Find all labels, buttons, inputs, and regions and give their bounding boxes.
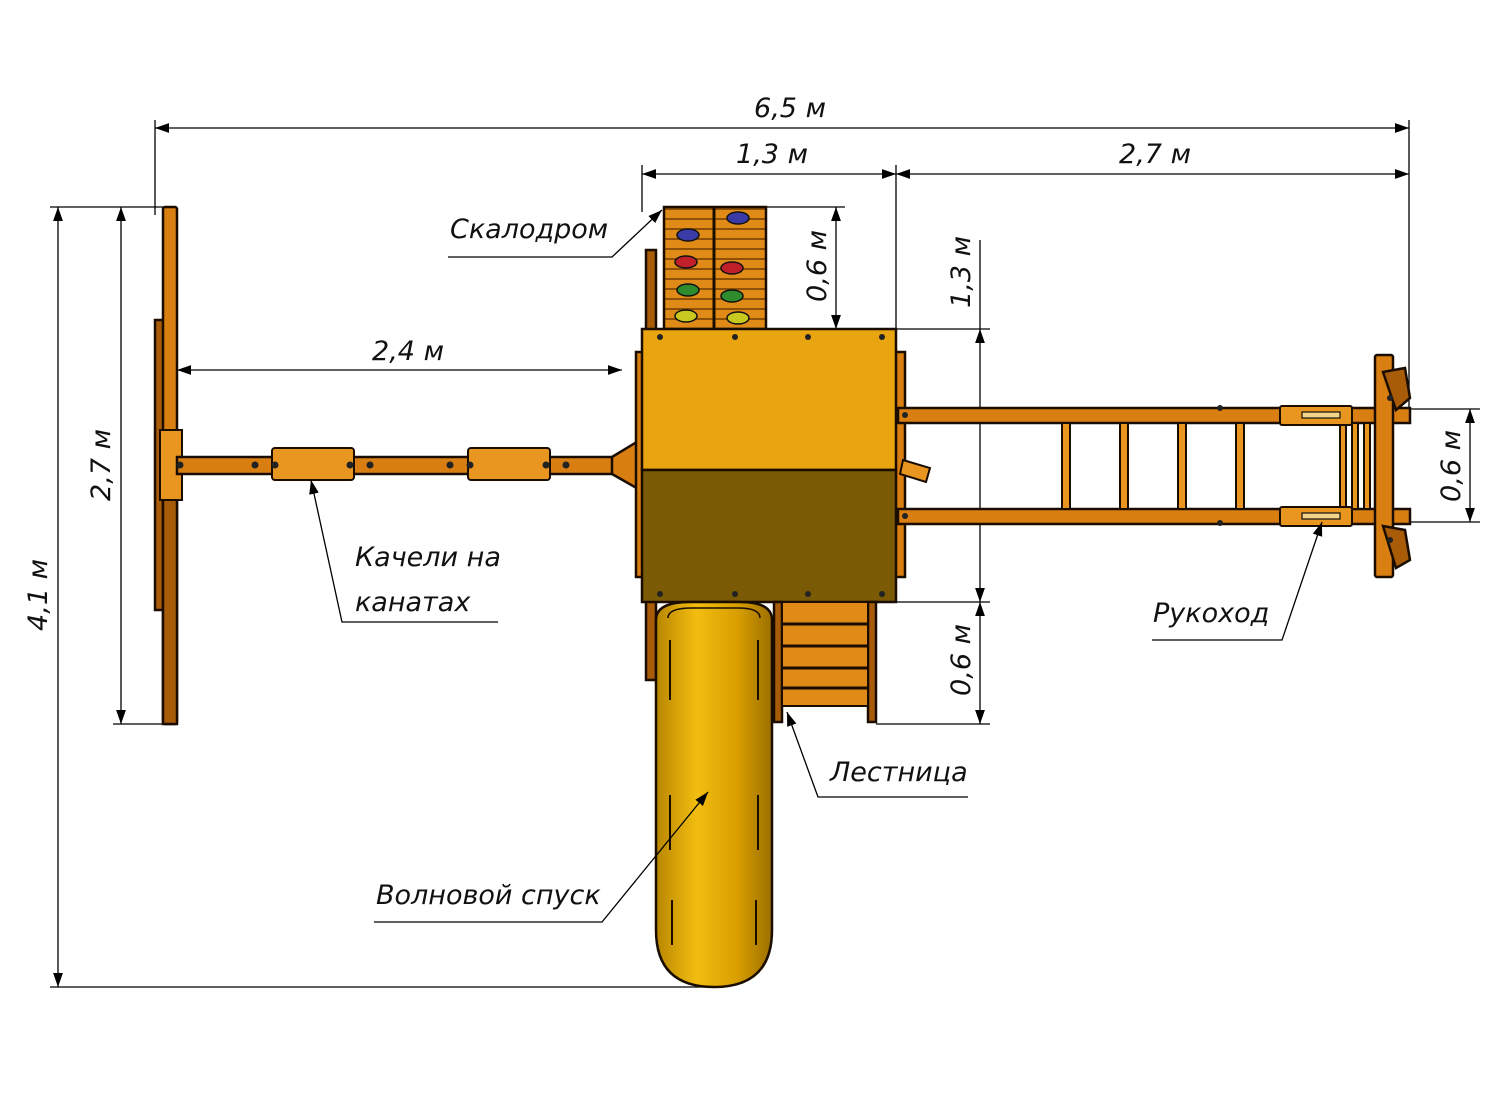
leader-lines bbox=[309, 209, 1323, 923]
stairs bbox=[772, 600, 878, 724]
dimension-labels: 6,5 м 1,3 м 2,7 м 2,4 м 0,6 м 1,3 м 0,6 … bbox=[23, 93, 1467, 696]
climbing-wall bbox=[644, 205, 768, 352]
dim-swing-beam-length: 2,4 м bbox=[372, 336, 444, 367]
label-slide: Волновой спуск bbox=[376, 880, 601, 911]
dimension-lines bbox=[50, 120, 1480, 988]
callout-labels: Скалодром Качели на канатах Рукоход Лест… bbox=[355, 214, 1269, 911]
swing-frame bbox=[153, 205, 183, 726]
label-swing-line1: Качели на bbox=[355, 542, 501, 573]
dim-swing-frame-width: 2,7 м bbox=[86, 429, 117, 501]
dim-stair-depth: 0,6 м bbox=[946, 624, 977, 696]
label-stairs: Лестница bbox=[829, 757, 968, 788]
tower bbox=[634, 327, 932, 682]
dim-total-width: 6,5 м bbox=[754, 93, 826, 124]
wave-slide bbox=[654, 600, 774, 989]
dim-monkey-bars-length: 2,7 м bbox=[1119, 139, 1191, 170]
dim-tower-width: 1,3 м bbox=[736, 139, 808, 170]
swing-beam bbox=[175, 437, 642, 493]
label-monkey-bars: Рукоход bbox=[1153, 598, 1269, 629]
dim-monkey-bars-width: 0,6 м bbox=[1436, 430, 1467, 502]
dim-tower-depth: 1,3 м bbox=[946, 236, 977, 308]
monkey-bars bbox=[896, 353, 1412, 579]
dim-total-depth: 4,1 м bbox=[23, 559, 54, 631]
label-climbing-wall: Скалодром bbox=[450, 214, 608, 245]
label-swing-line2: канатах bbox=[355, 587, 471, 618]
dim-climbing-wall-depth: 0,6 м bbox=[802, 230, 833, 302]
